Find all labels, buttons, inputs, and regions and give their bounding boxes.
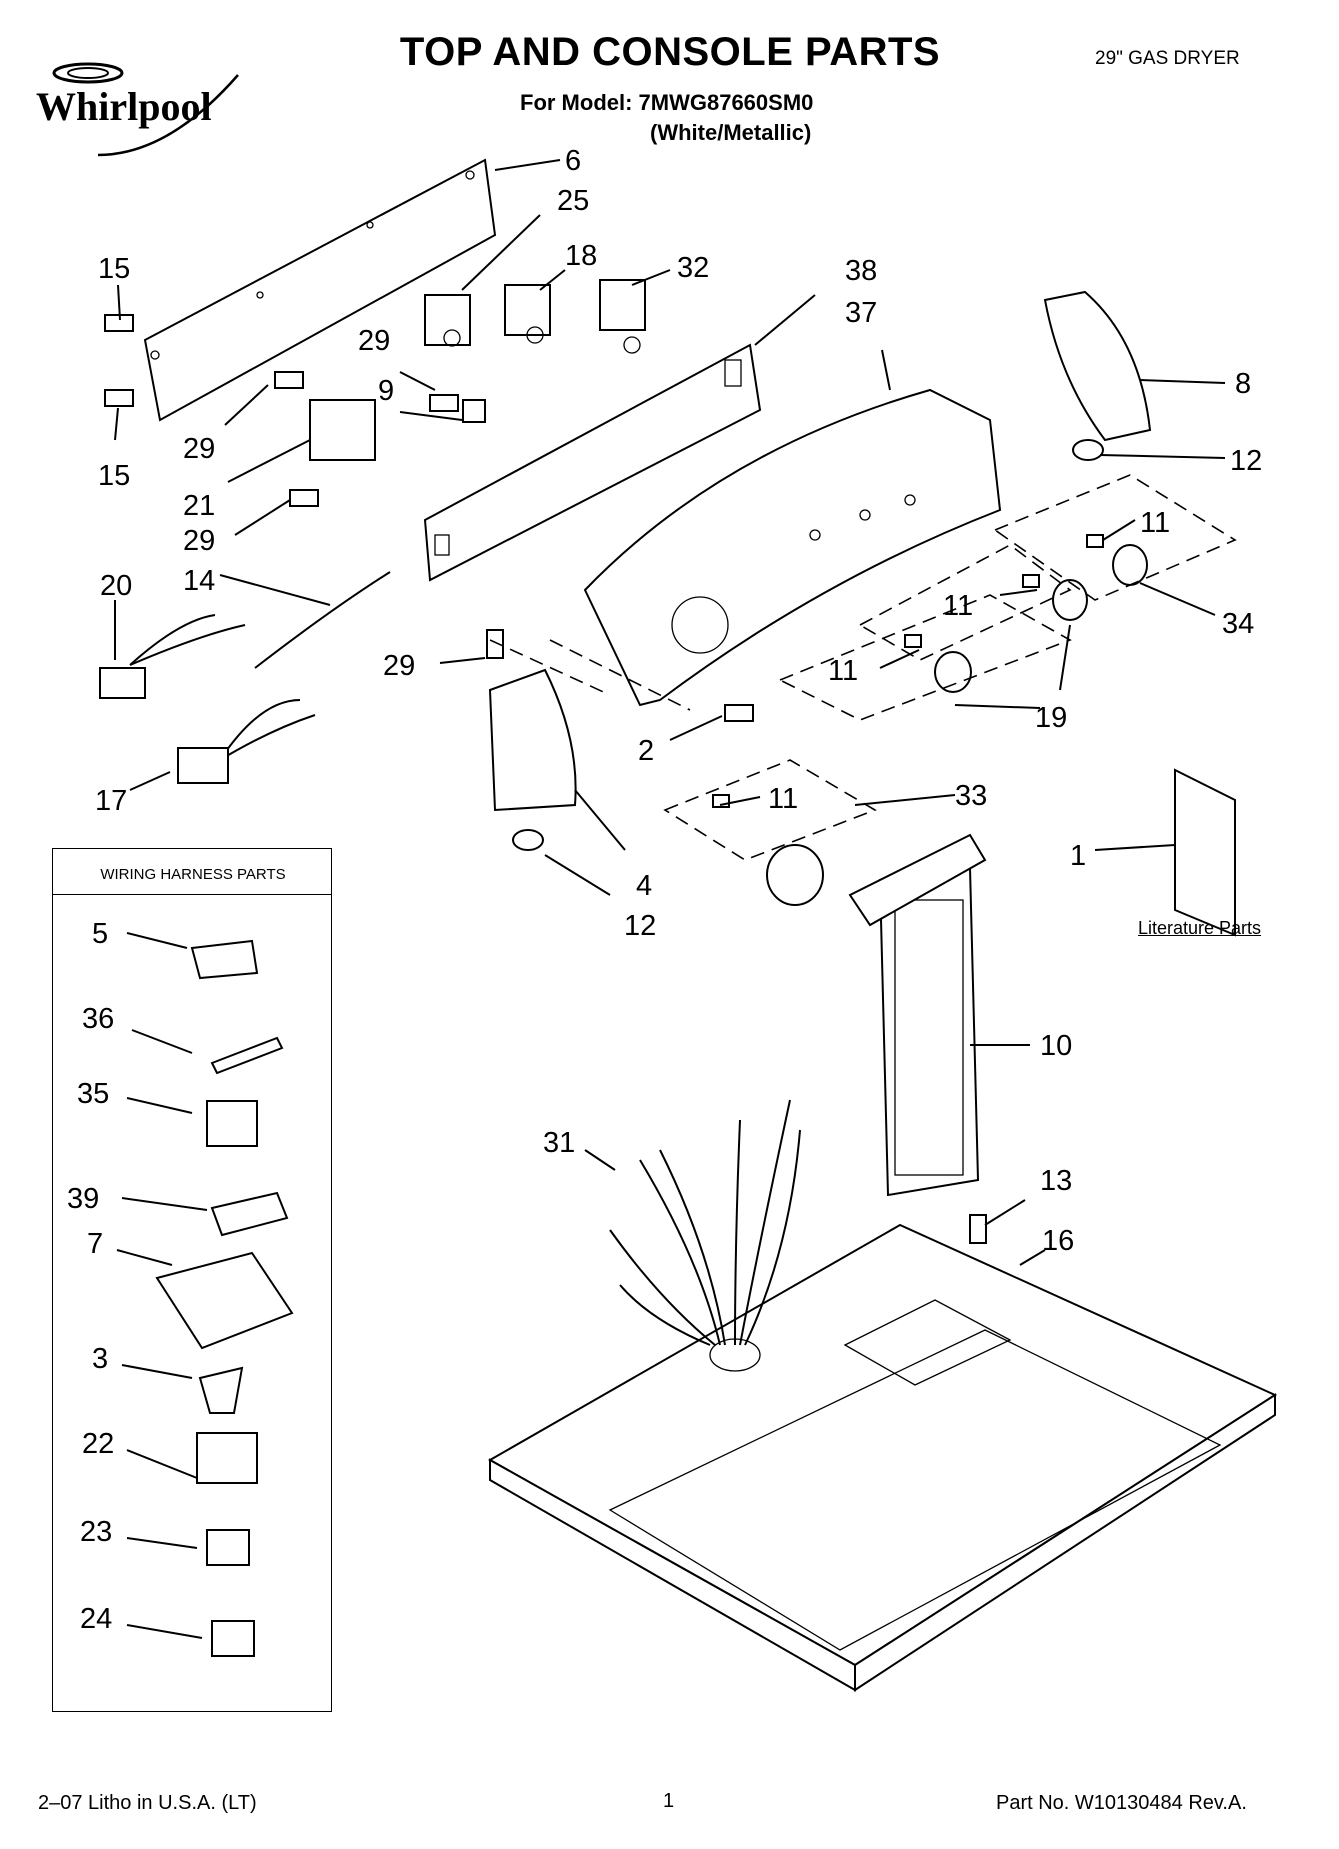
callout-6: 6 (565, 145, 581, 177)
footer-part-number: Part No. W10130484 Rev.A. (996, 1792, 1247, 1814)
callout-21: 21 (183, 490, 215, 522)
callout-12a: 12 (1230, 445, 1262, 477)
callout-11c: 11 (828, 655, 858, 687)
endcap-bracket-part (1043, 290, 1152, 442)
callout-10: 10 (1040, 1030, 1072, 1062)
product-type: 29" GAS DRYER (1095, 48, 1240, 69)
harness-callout-24: 24 (80, 1603, 112, 1635)
callout-1: 1 (1070, 840, 1086, 872)
callout-38: 38 (845, 255, 877, 287)
page-title: TOP AND CONSOLE PARTS (399, 30, 941, 74)
timer-part (309, 399, 376, 461)
rear-panel-part (143, 158, 497, 422)
callout-29b: 29 (183, 433, 215, 465)
model-number: For Model: 7MWG87660SM0 (520, 90, 814, 115)
callout-12b: 12 (624, 910, 656, 942)
callout-11d: 11 (768, 783, 798, 815)
harness-callout-5: 5 (92, 918, 108, 950)
callout-19: 19 (1035, 702, 1067, 734)
callout-37: 37 (845, 297, 877, 329)
wiring-harness-box (52, 848, 332, 1712)
callout-31: 31 (543, 1127, 575, 1159)
clip-part (1072, 439, 1104, 461)
wiring-harness-header (53, 849, 331, 895)
callout-29c: 29 (183, 525, 215, 557)
callout-18: 18 (565, 240, 597, 272)
harness-callout-3: 3 (92, 1343, 108, 1375)
harness-callout-23: 23 (80, 1516, 112, 1548)
callout-29d: 29 (383, 650, 415, 682)
callout-numbers: 6 25 18 32 38 37 8 12 11 34 11 11 19 2 1… (95, 145, 1262, 1257)
literature-parts-label: Literature Parts (1138, 918, 1262, 938)
lint-screen-part (848, 833, 987, 1197)
callout-8: 8 (1235, 368, 1251, 400)
wiring-harness-parts-list: 5 36 35 39 7 3 22 23 24 (67, 918, 294, 1657)
callout-33: 33 (955, 780, 987, 812)
screw-parts (104, 314, 987, 1244)
model-finish: (White/Metallic) (650, 120, 812, 145)
console-end-cap-part (488, 668, 577, 812)
switch-parts (424, 279, 646, 354)
harness-callout-36: 36 (82, 1003, 114, 1035)
callout-17: 17 (95, 785, 127, 817)
callout-9: 9 (378, 375, 394, 407)
knob-parts (712, 534, 1148, 906)
footer-print-info: 2–07 Litho in U.S.A. (LT) (38, 1792, 257, 1814)
callout-11b: 11 (943, 590, 973, 622)
harness-callout-7: 7 (87, 1228, 103, 1260)
callout-29a: 29 (358, 325, 390, 357)
callout-4: 4 (636, 870, 652, 902)
callout-20: 20 (100, 570, 132, 602)
console-part (583, 388, 1002, 707)
harness-callout-35: 35 (77, 1078, 109, 1110)
wiring-harness-title: WIRING HARNESS PARTS (100, 866, 286, 883)
callout-25: 25 (557, 185, 589, 217)
callout-34: 34 (1222, 608, 1254, 640)
footer-page-number: 1 (663, 1790, 675, 1812)
literature-part (1174, 768, 1236, 937)
callout-15a: 15 (98, 253, 130, 285)
callout-11a: 11 (1140, 507, 1170, 539)
top-panel-part (487, 1223, 1278, 1692)
callout-32: 32 (677, 252, 709, 284)
callout-15b: 15 (98, 460, 130, 492)
harness-callout-22: 22 (82, 1428, 114, 1460)
svg-text:Whirlpool: Whirlpool (36, 84, 212, 129)
callout-13: 13 (1040, 1165, 1072, 1197)
callout-2: 2 (638, 735, 654, 767)
control-bracket-part (423, 343, 762, 582)
leader-lines (114, 159, 1226, 1266)
callout-14: 14 (183, 565, 215, 597)
whirlpool-logo: Whirlpool (36, 62, 239, 157)
clip-part-lower (512, 829, 544, 851)
wire-harness-parts (99, 571, 391, 784)
main-harness-part (609, 1099, 801, 1346)
callout-16: 16 (1042, 1225, 1074, 1257)
harness-callout-39: 39 (67, 1183, 99, 1215)
